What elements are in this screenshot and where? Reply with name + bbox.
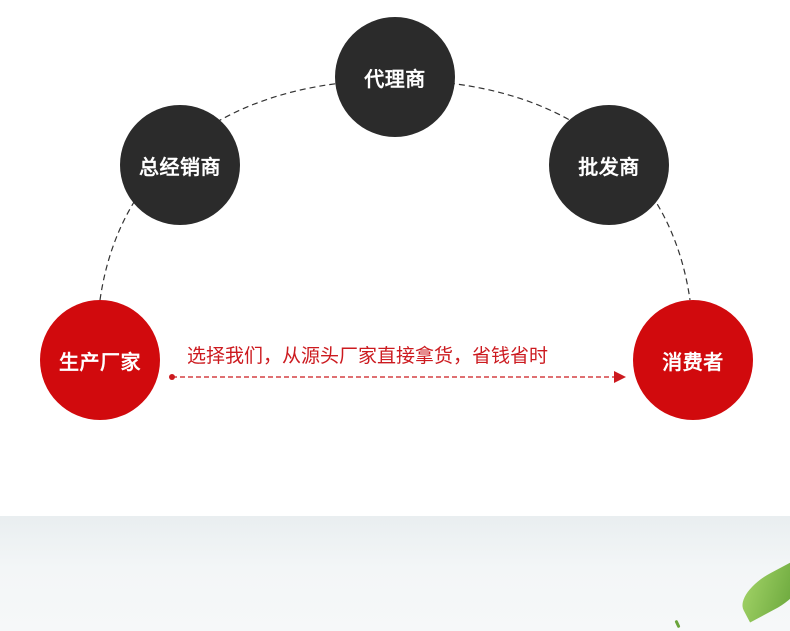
direct-path-arrowhead [614, 371, 626, 383]
bottom-background-band [0, 516, 790, 631]
node-wholesaler: 批发商 [549, 105, 669, 225]
node-wholesaler-label: 批发商 [578, 154, 640, 179]
node-agent-label: 代理商 [364, 66, 426, 91]
node-manufacturer-label: 生产厂家 [59, 349, 141, 374]
direct-path-start-dot [169, 374, 175, 380]
node-consumer-label: 消费者 [662, 349, 724, 374]
leaf-icon [734, 559, 790, 623]
slogan-text: 选择我们，从源头厂家直接拿货，省钱省时 [187, 345, 549, 367]
sprout-icon [674, 619, 681, 629]
node-manufacturer: 生产厂家 [40, 300, 160, 420]
node-consumer: 消费者 [633, 300, 753, 420]
node-general-distributor: 总经销商 [120, 105, 240, 225]
node-general-distributor-label: 总经销商 [139, 154, 221, 179]
node-agent: 代理商 [335, 17, 455, 137]
